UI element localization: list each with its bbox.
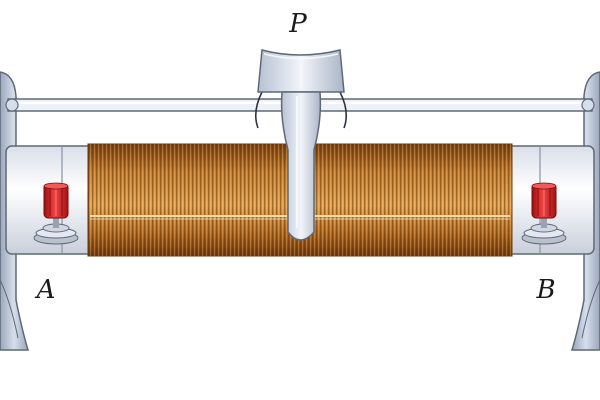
terminal-label-b: B bbox=[535, 275, 555, 305]
binding-post-icon[interactable] bbox=[521, 182, 567, 245]
slider-contact[interactable] bbox=[254, 49, 348, 241]
binding-post-icon[interactable] bbox=[33, 182, 79, 245]
terminal-label-a: A bbox=[35, 275, 56, 305]
slider-label: P bbox=[288, 9, 307, 39]
